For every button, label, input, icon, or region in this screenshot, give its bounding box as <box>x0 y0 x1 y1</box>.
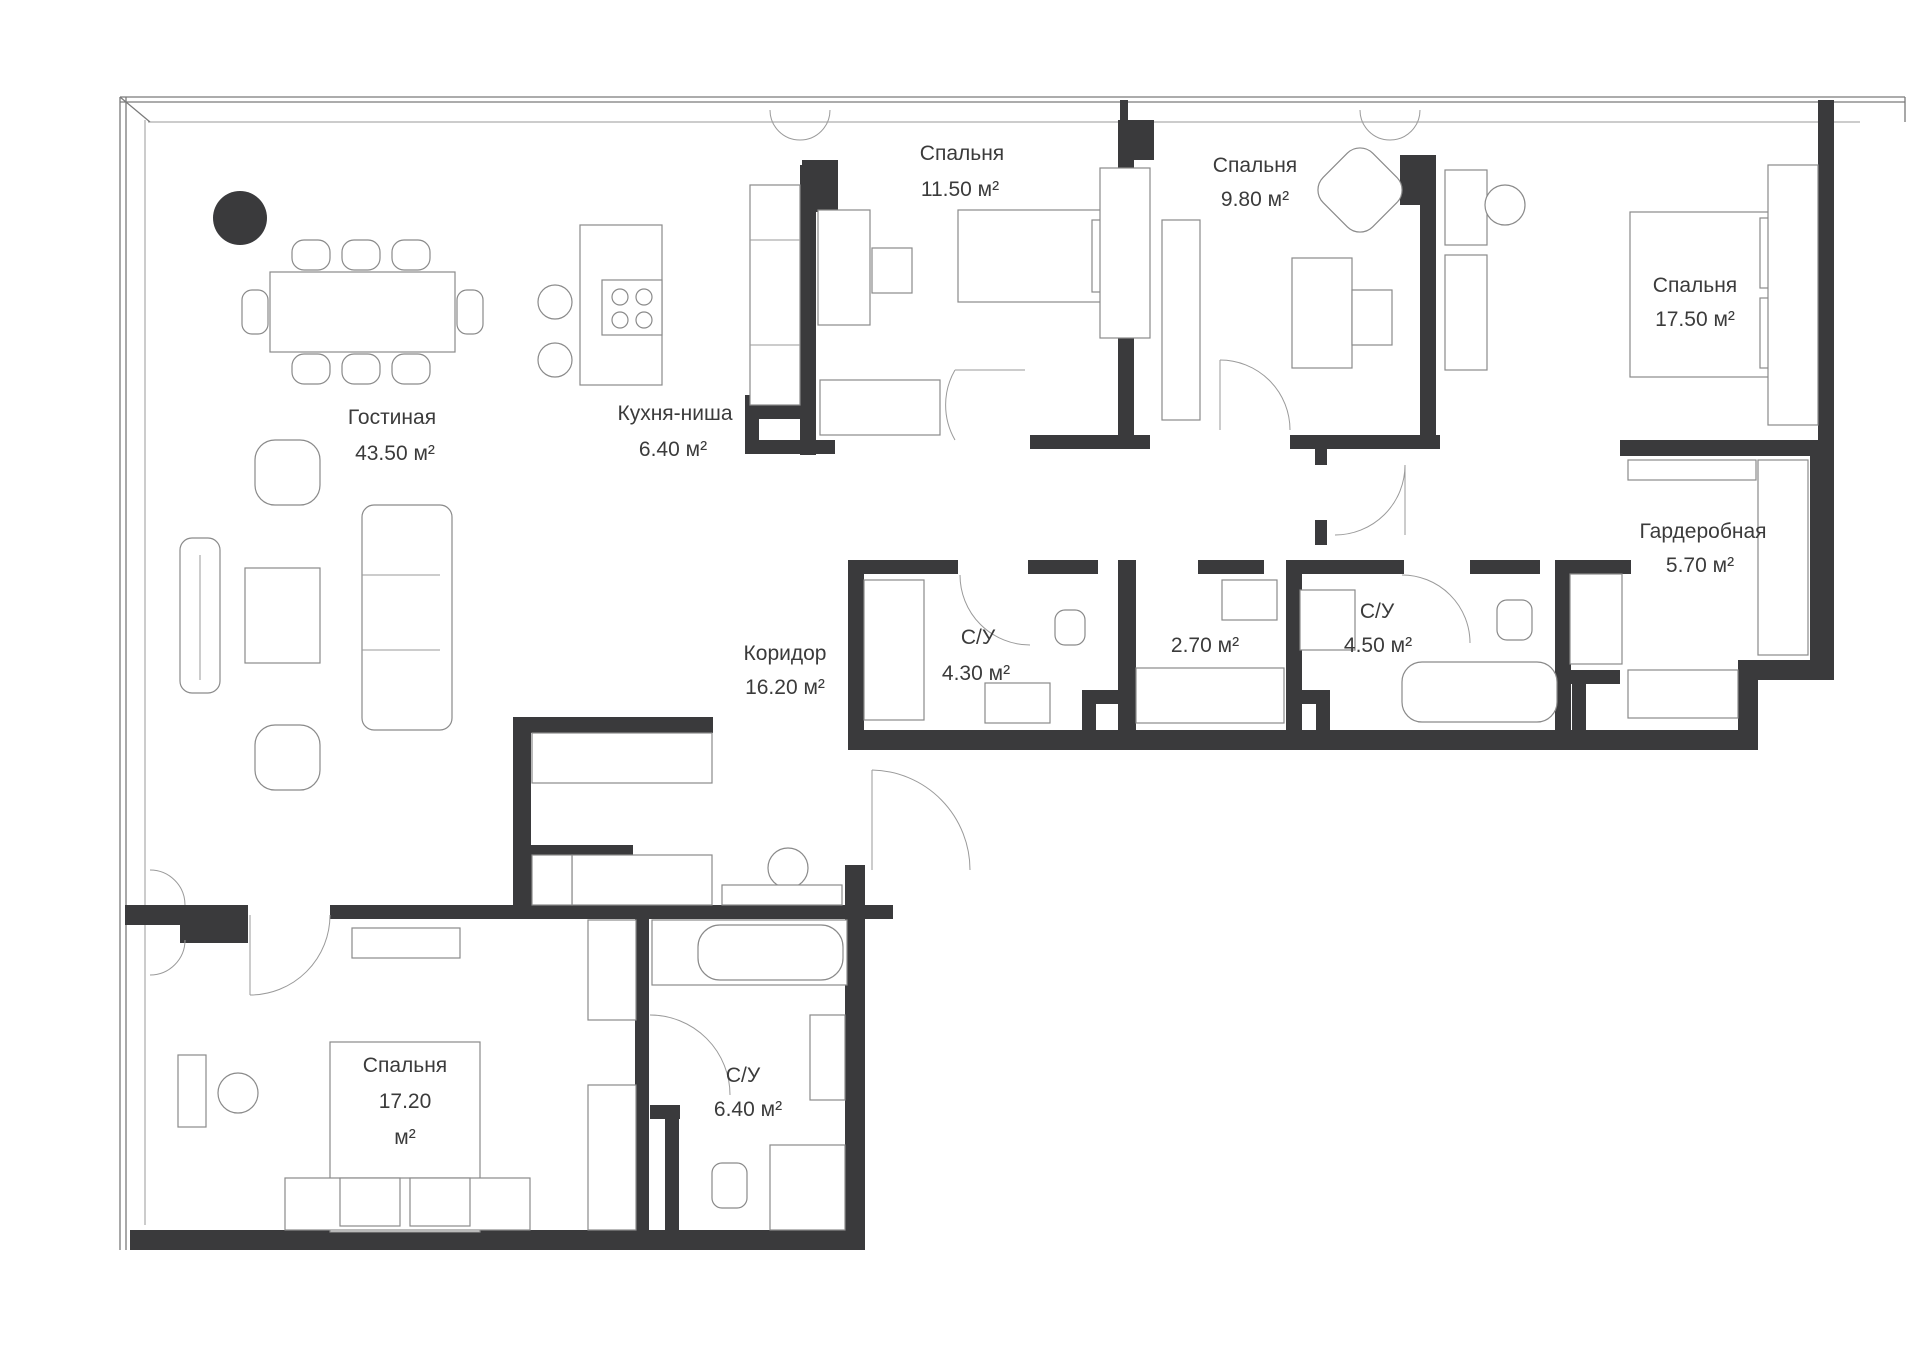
room-bedroom3-name: Спальня <box>1653 274 1737 297</box>
room-bath1-name: С/У <box>961 626 996 649</box>
room-bedroom2-area: 9.80 м² <box>1221 188 1289 211</box>
room-bedroom1-name: Спальня <box>920 142 1004 165</box>
room-bath3-area: 6.40 м² <box>714 1098 782 1121</box>
room-bedroom1: Спальня 11.50 м² <box>920 142 1004 201</box>
room-bath2-area: 4.50 м² <box>1344 634 1412 657</box>
room-kitchen-name: Кухня-ниша <box>617 402 732 425</box>
furniture <box>177 147 1819 1233</box>
room-corridor-name: Коридор <box>744 642 827 665</box>
walls <box>125 100 1834 1250</box>
room-wardrobe-name: Гардеробная <box>1639 520 1766 543</box>
room-living-name: Гостиная <box>348 406 436 429</box>
room-bedroom2-name: Спальня <box>1213 154 1297 177</box>
decor-circle <box>213 191 267 245</box>
room-living: Гостиная 43.50 м² <box>348 406 436 465</box>
room-storage-area: 2.70 м² <box>1171 634 1239 657</box>
room-bedroom1-area: 11.50 м² <box>921 178 999 201</box>
room-bath1: С/У 4.30 м² <box>942 626 1010 685</box>
room-bedroom4-area-line2: м² <box>394 1126 415 1149</box>
room-storage: 2.70 м² <box>1171 634 1239 657</box>
room-kitchen: Кухня-ниша 6.40 м² <box>617 402 732 461</box>
room-bedroom3: Спальня 17.50 м² <box>1653 274 1737 331</box>
room-bath2: С/У 4.50 м² <box>1344 600 1412 657</box>
doors <box>149 109 1471 1096</box>
room-bedroom2: Спальня 9.80 м² <box>1213 154 1297 211</box>
room-living-area: 43.50 м² <box>355 442 435 465</box>
room-bath3-name: С/У <box>726 1064 761 1087</box>
room-bedroom4-area-line1: 17.20 <box>379 1090 432 1113</box>
room-bath2-name: С/У <box>1360 600 1395 623</box>
room-labels: Гостиная 43.50 м² Кухня-ниша 6.40 м² Спа… <box>348 142 1767 1149</box>
room-wardrobe-area: 5.70 м² <box>1666 554 1734 577</box>
room-corridor-area: 16.20 м² <box>745 676 825 699</box>
room-bedroom4: Спальня 17.20 м² <box>363 1054 447 1149</box>
room-bath1-area: 4.30 м² <box>942 662 1010 685</box>
room-bedroom3-area: 17.50 м² <box>1655 308 1735 331</box>
room-corridor: Коридор 16.20 м² <box>744 642 827 699</box>
window-glazing <box>119 96 1906 1250</box>
room-kitchen-area: 6.40 м² <box>639 438 707 461</box>
room-bedroom4-name: Спальня <box>363 1054 447 1077</box>
room-bath3: С/У 6.40 м² <box>714 1064 782 1121</box>
room-wardrobe: Гардеробная 5.70 м² <box>1639 520 1766 577</box>
